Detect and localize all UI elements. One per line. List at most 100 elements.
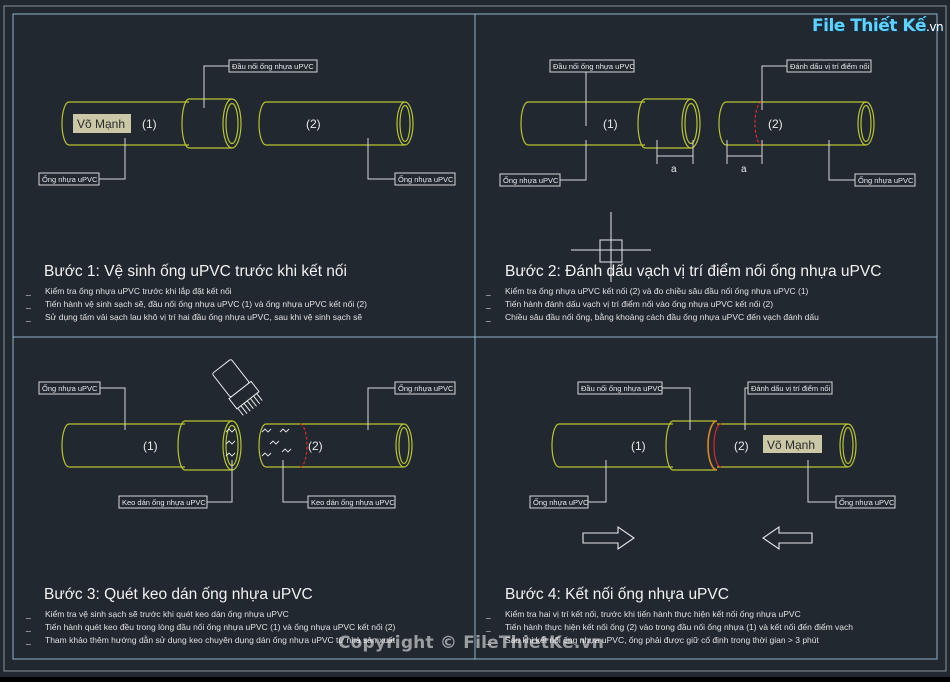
svg-text:_: _: [25, 312, 31, 322]
step2-pipe-right-label: Ống nhựa uPVC: [858, 175, 914, 185]
step4-pipe-left-label: Ống nhựa uPVC: [533, 497, 589, 507]
step2-fitting-bore: [684, 102, 698, 145]
step4-bullet-1: Kiểm tra hai vị trí kết nối, trước khi t…: [505, 609, 801, 619]
step3-title: Bước 3: Quét keo dán ống nhựa uPVC: [44, 586, 313, 603]
step3-bullet-2: Tiến hành quét keo đều trong lòng đầu nố…: [45, 622, 396, 632]
svg-text:_: _: [485, 286, 491, 296]
step4-joint-ring: [707, 420, 718, 471]
step4-name-tag-bg: [763, 435, 822, 453]
step1-bullets: _ Kiểm tra ống nhựa uPVC trước khi lắp đặ…: [25, 286, 367, 322]
step1-pipe-2-end: [396, 101, 414, 146]
svg-text:_: _: [485, 312, 491, 322]
step1-bullet-2: Tiến hành vệ sinh sạch sẽ, đầu nối ống n…: [45, 299, 367, 309]
step3-label-boxes: [38, 381, 456, 509]
step3-glue-right-label: Keo dán ống nhựa uPVC: [311, 498, 395, 507]
step4-pipe-2-bore: [842, 426, 854, 465]
step3-glue-marks: [225, 428, 292, 457]
step4-pipe-right-label: Ống nhựa uPVC: [839, 497, 895, 507]
step1-name-tag-bg: [73, 114, 131, 133]
step3-fitting: [177, 420, 232, 471]
svg-text:_: _: [485, 622, 491, 632]
step1-pipe-2-bore: [399, 104, 411, 143]
step2-bullet-3: Chiều sâu đầu nối ống, bằng khoảng cách …: [505, 312, 819, 322]
step3-leaders: [100, 387, 395, 503]
step3-bullet-3: Tham khảo thêm hướng dẫn sử dụng keo chu…: [45, 635, 396, 645]
step2-bullet-1: Kiểm tra ống nhựa uPVC kết nối (2) và đo…: [505, 286, 809, 296]
svg-text:_: _: [25, 609, 31, 619]
step2-pipe-2-end: [857, 101, 875, 146]
step1-fitting: [181, 98, 232, 149]
step4-mark-line: [713, 423, 722, 468]
step2-title: Bước 2: Đánh dấu vạch vị trí điểm nối ốn…: [505, 263, 881, 280]
step4-fitting: [665, 420, 717, 471]
step1-pipe-1: [61, 101, 189, 146]
site-logo-suffix: .vn: [926, 20, 944, 34]
step1-fitting-bore: [225, 102, 239, 145]
step1-pipe-left-label: Ống nhựa uPVC: [42, 174, 98, 184]
step4-pipe-1: [551, 423, 673, 468]
svg-text:_: _: [485, 299, 491, 309]
step3-brush-icon: [212, 359, 263, 416]
site-logo[interactable]: File Thiết Kế.vn: [812, 16, 944, 36]
step1-bullet-3: Sử dụng tấm vải sạch lau khô vị trí hai …: [45, 312, 362, 322]
step3-number-1: (1): [143, 439, 158, 453]
step4-pipe-2: [717, 423, 848, 468]
step3-pipe-2-bore: [398, 426, 410, 465]
step2-fitting-label: Đầu nối ống nhựa uPVC: [553, 62, 635, 71]
step4-bullets: _ Kiểm tra hai vị trí kết nối, trước khi …: [485, 609, 853, 645]
step-1-panel: [61, 98, 414, 149]
step4-label-boxes: [529, 381, 896, 509]
step2-bullets: _ Kiểm tra ống nhựa uPVC kết nối (2) và đ…: [485, 286, 819, 322]
step2-fitting-end: [681, 98, 701, 149]
step2-dim-a-2: a: [741, 164, 747, 175]
step2-pipe-2: [718, 101, 866, 146]
step1-name-tag: Võ Mạnh: [77, 117, 125, 131]
step4-fitting-label: Đầu nối ống nhựa uPVC: [581, 384, 663, 393]
step4-bullet-2: Tiến hành thực hiện kết nối ống (2) vào …: [505, 622, 853, 632]
step4-leaders: [588, 387, 836, 503]
step2-leaders: [500, 65, 855, 181]
step3-bullet-1: Kiểm tra vệ sinh sạch sẽ trước khi quét …: [45, 609, 289, 619]
arrow-right-icon: [582, 525, 635, 551]
step1-title: Bước 1: Vệ sinh ống uPVC trước khi kết n…: [44, 263, 347, 280]
svg-text:_: _: [485, 635, 491, 645]
step1-bullet-1: Kiểm tra ống nhựa uPVC trước khi lắp đặt…: [45, 286, 232, 296]
site-logo-text: File Thiết Kế: [812, 16, 927, 36]
step-3-panel: [61, 420, 413, 471]
svg-text:_: _: [25, 635, 31, 645]
step3-pipe-2: [258, 423, 404, 468]
step2-dimensions: [656, 140, 763, 164]
step3-number-2: (2): [308, 439, 323, 453]
step4-push-arrows: [582, 525, 813, 551]
step1-number-2: (2): [306, 117, 321, 131]
svg-text:_: _: [25, 286, 31, 296]
step3-pipe-right-label: Ống nhựa uPVC: [398, 383, 454, 393]
step2-mark-line: [754, 101, 763, 146]
step2-number-1: (1): [603, 117, 618, 131]
step2-dim-a-1: a: [671, 164, 677, 175]
step2-fitting: [637, 98, 691, 149]
step-2-panel: [520, 98, 875, 149]
cad-crosshair-cursor: [571, 212, 651, 282]
step3-pipe-left-label: Ống nhựa uPVC: [42, 383, 98, 393]
svg-text:_: _: [25, 299, 31, 309]
step-4-panel: [551, 420, 857, 471]
step1-pipe-right-label: Ống nhựa uPVC: [398, 174, 454, 184]
step3-pipe-1: [61, 423, 185, 468]
step3-bullets: _ Kiểm tra vệ sinh sạch sẽ trước khi quét…: [25, 609, 396, 645]
step2-pipe-2-bore: [860, 104, 872, 143]
step4-pipe-2-end: [839, 423, 857, 468]
step2-label-boxes: [499, 59, 916, 187]
step4-number-2: (2): [734, 439, 749, 453]
arrow-left-icon: [762, 525, 813, 551]
outer-frame: [3, 5, 947, 672]
step1-label-boxes: [38, 59, 456, 186]
step3-glue-left-label: Keo dán ống nhựa uPVC: [122, 498, 206, 507]
step2-bullet-2: Tiến hành đánh dấu vạch vị trí điểm nối …: [505, 299, 773, 309]
step1-pipe-2: [258, 101, 405, 146]
step3-pipe-2-end: [395, 423, 413, 468]
step2-pipe-1: [520, 101, 645, 146]
step2-mark-label: Đánh dấu vị trí điểm nối: [790, 62, 870, 71]
step4-mark-label: Đánh dấu vị trí điểm nối: [751, 384, 831, 393]
